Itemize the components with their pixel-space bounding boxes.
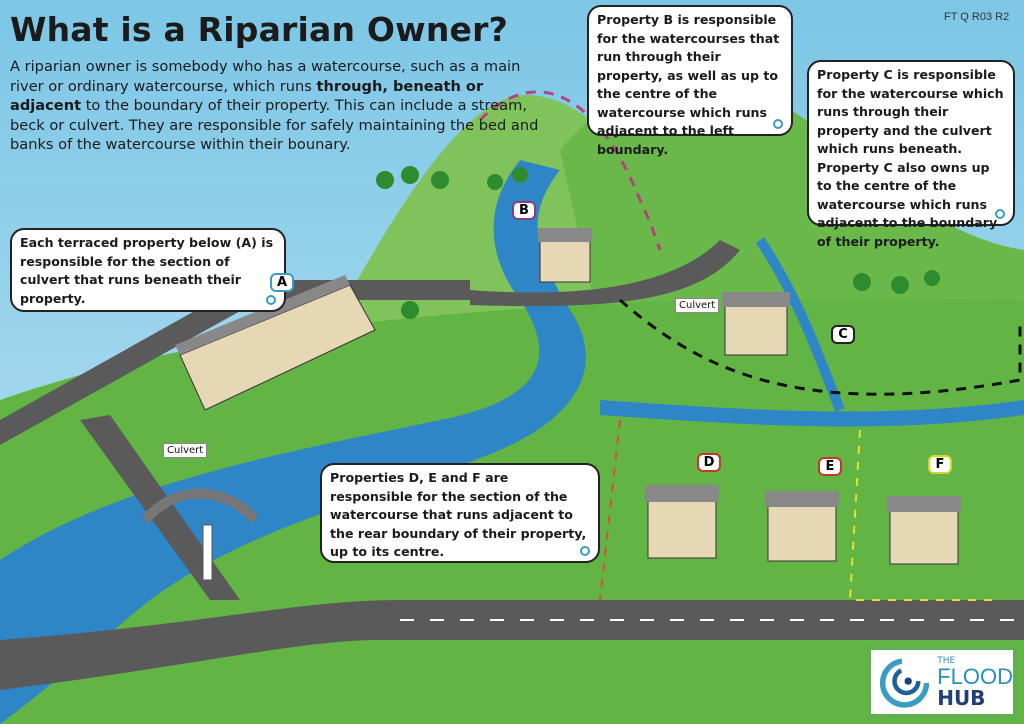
callout-text: Properties D, E and F are responsible fo…: [330, 470, 587, 559]
document-code: FT Q R03 R2: [944, 11, 1010, 23]
callout-text: Property C is responsible for the waterc…: [817, 67, 1004, 249]
logo-flood: FLOOD: [937, 663, 1013, 689]
bridge: [141, 488, 259, 524]
culvert-label: Culvert: [163, 443, 208, 458]
house-f: [887, 496, 961, 565]
culvert-label: Culvert: [675, 298, 720, 313]
wave-icon: [879, 657, 930, 708]
callout-def: Properties D, E and F are responsible fo…: [320, 463, 600, 563]
stream: [600, 400, 1024, 427]
page-title: What is a Riparian Owner?: [10, 10, 508, 49]
intro-bold: through, beneath or adjacent: [10, 77, 484, 115]
terraced-houses: [175, 275, 376, 411]
intro-text: A riparian owner is somebody who has a w…: [10, 57, 550, 155]
callout-text: Property B is responsible for the waterc…: [597, 12, 780, 157]
tag-a: A: [270, 273, 294, 292]
mini-logo: [995, 209, 1005, 219]
tag-d: D: [697, 453, 721, 472]
tag-e: E: [818, 457, 842, 476]
tag-f: F: [928, 455, 952, 474]
mini-logo: [773, 119, 783, 129]
intro-part: to the boundary of their property. This …: [10, 97, 539, 153]
mini-logo: [580, 546, 590, 556]
road-right: [470, 240, 740, 307]
road-left: [0, 280, 470, 445]
logo-the: THE: [937, 655, 956, 666]
mini-logo: [266, 295, 276, 305]
trees: [376, 166, 940, 319]
callout-text: Each terraced property below (A) is resp…: [20, 235, 274, 306]
boundary-b: [478, 90, 662, 251]
callout-c: Property C is responsible for the waterc…: [807, 60, 1015, 249]
depth-gauge: [202, 524, 213, 581]
callout-a: Each terraced property below (A) is resp…: [10, 228, 286, 312]
callout-b: Property B is responsible for the waterc…: [587, 5, 793, 157]
boundary-c: [619, 298, 1022, 396]
road-main: [0, 600, 1024, 690]
house-d: [645, 485, 719, 559]
logo-hub: HUB: [937, 685, 986, 710]
river: [0, 160, 586, 724]
back-hill: [560, 77, 1024, 331]
house-b: [538, 228, 592, 283]
tag-c: C: [831, 325, 855, 344]
intro-part: A riparian owner is somebody who has a w…: [10, 58, 521, 95]
boundary-d: [599, 419, 621, 601]
house-c: [722, 292, 790, 356]
house-e: [765, 491, 839, 562]
tag-b: B: [512, 201, 536, 220]
